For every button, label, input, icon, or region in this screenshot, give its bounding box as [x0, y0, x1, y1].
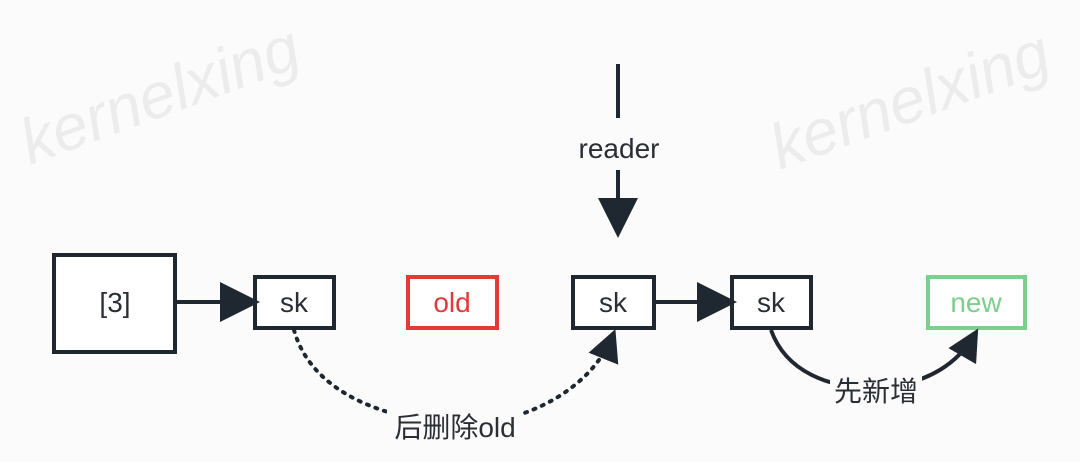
- sk-right-box: [730, 275, 813, 330]
- sk-mid-box: [571, 275, 656, 330]
- reader-label: reader: [579, 133, 660, 164]
- sk-left-label: sk: [280, 287, 309, 318]
- old-box: [406, 275, 499, 330]
- delete-label-bg: [387, 410, 523, 446]
- sk-left-box: [253, 275, 336, 330]
- sk-mid-label: sk: [599, 287, 628, 318]
- bucket-label: [3]: [99, 287, 130, 318]
- new-box: [926, 275, 1027, 330]
- watermark-left: kernelxing: [10, 11, 309, 179]
- watermark-right: kernelxing: [760, 16, 1059, 184]
- delete-old-path: [292, 328, 619, 427]
- add-label-bg: [830, 374, 922, 408]
- add-label: 先新增: [834, 376, 918, 407]
- old-label: old: [433, 287, 470, 318]
- watermark-group: kernelxing kernelxing: [10, 11, 1059, 184]
- new-label: new: [950, 287, 1002, 318]
- sk-right-label: sk: [757, 287, 786, 318]
- delete-label: 后删除old: [394, 412, 515, 443]
